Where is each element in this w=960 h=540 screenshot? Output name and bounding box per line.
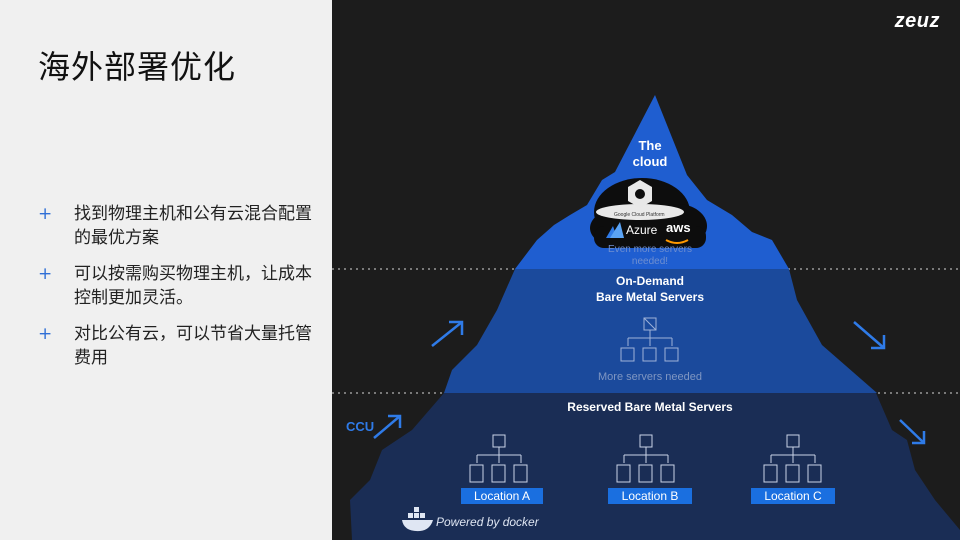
- ccu-label: CCU: [346, 419, 375, 434]
- cloud-providers-icon: [590, 178, 707, 248]
- powered-by-docker: Powered by docker: [436, 515, 539, 529]
- plus-icon: +: [38, 324, 53, 344]
- bullet-text: 对比公有云，可以节省大量托管费用: [74, 324, 312, 368]
- bullet-text: 找到物理主机和公有云混合配置的最优方案: [74, 204, 312, 248]
- location-b-servers-icon: [616, 434, 675, 483]
- arrow-up-ccu-icon: [373, 414, 402, 439]
- arrow-up-left-icon: [431, 320, 464, 347]
- iceberg-diagram: [332, 95, 960, 540]
- azure-label: Azure: [626, 223, 658, 237]
- cloud-sub-line2: needed!: [631, 256, 669, 267]
- ondemand-servers-icon: [620, 317, 679, 362]
- docker-icon: [402, 507, 433, 532]
- aws-label: aws: [666, 220, 691, 235]
- cloud-title-line1: The: [638, 138, 662, 153]
- location-c-label: Location C: [751, 488, 835, 504]
- bullet-list: + 找到物理主机和公有云混合配置的最优方案 + 可以按需购买物理主机，让成本控制更加…: [38, 202, 318, 382]
- ondemand-title-line2: Bare Metal Servers: [595, 290, 705, 304]
- location-a-servers-icon: [469, 434, 528, 483]
- plus-icon: +: [38, 204, 53, 224]
- cloud-title-line2: cloud: [632, 154, 668, 169]
- ondemand-title-line1: On-Demand: [615, 274, 684, 288]
- zeuz-logo: zeuz: [894, 10, 940, 32]
- ondemand-tier: [444, 269, 877, 393]
- ondemand-sub: More servers needed: [598, 371, 702, 383]
- location-a-label: Location A: [461, 488, 543, 504]
- cloud-sub-line1: Even more servers: [608, 244, 692, 255]
- arrow-down-right-lower-icon: [899, 419, 926, 445]
- location-b-label: Location B: [608, 488, 692, 504]
- diagram-panel: zeuz The cloud Google Cloud Platform Azu…: [332, 0, 960, 540]
- bullet-text: 可以按需购买物理主机，让成本控制更加灵活。: [74, 264, 312, 308]
- bullet-item: + 可以按需购买物理主机，让成本控制更加灵活。: [38, 262, 318, 310]
- plus-icon: +: [38, 264, 53, 284]
- reserved-title: Reserved Bare Metal Servers: [567, 400, 733, 414]
- slide-title: 海外部署优化: [38, 48, 237, 86]
- bullet-item: + 找到物理主机和公有云混合配置的最优方案: [38, 202, 318, 250]
- arrow-down-right-upper-icon: [853, 321, 886, 350]
- location-c-servers-icon: [763, 434, 822, 483]
- gcp-label: Google Cloud Platform: [614, 212, 665, 218]
- text-panel: 海外部署优化 + 找到物理主机和公有云混合配置的最优方案 + 可以按需购买物理主机，…: [0, 0, 332, 540]
- bullet-item: + 对比公有云，可以节省大量托管费用: [38, 322, 318, 370]
